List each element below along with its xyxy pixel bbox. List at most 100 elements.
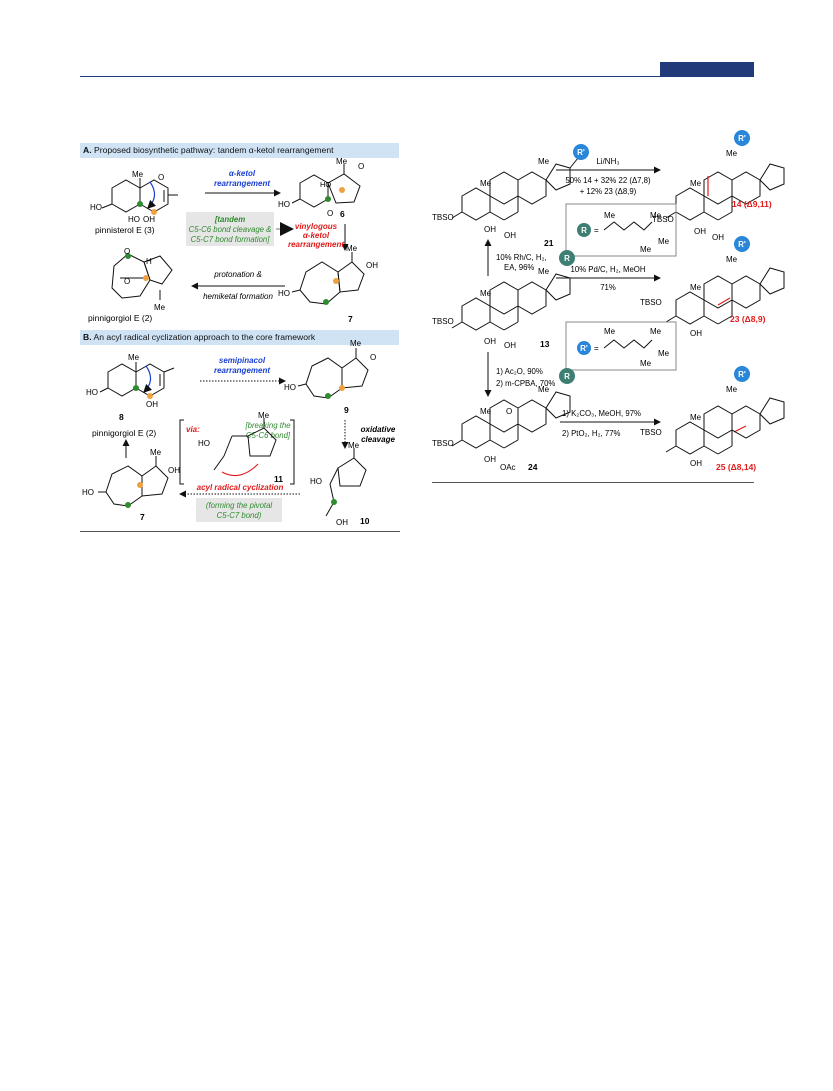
me-label-rbox-b: Me bbox=[650, 211, 662, 220]
rprime-label-14: R' bbox=[738, 134, 746, 143]
eq-label-r: = bbox=[594, 226, 599, 235]
label-ac2o-l2: 2) m-CPBA, 70% bbox=[496, 379, 555, 388]
structure-23 bbox=[665, 267, 785, 325]
label-via: via: bbox=[186, 425, 200, 434]
oac-label-24: OAc bbox=[500, 463, 516, 472]
oh2-label-13: OH bbox=[504, 341, 516, 350]
structure-10 bbox=[325, 448, 367, 517]
rprime-definition-box bbox=[565, 321, 677, 371]
label-compound-23: 23 (Δ8,9) bbox=[730, 314, 766, 324]
label-ac2o-l1: 1) Ac₂O, 90% bbox=[496, 367, 543, 376]
rprime-label-25: R' bbox=[738, 370, 746, 379]
label-protonation-l2: hemiketal formation bbox=[203, 292, 273, 301]
r-badge-13 bbox=[559, 250, 575, 266]
structure-21 bbox=[451, 157, 579, 221]
tbso-label-21: TBSO bbox=[432, 213, 454, 222]
label-semipinacol-l2: rearrangement bbox=[214, 366, 270, 375]
label-compound-8: 8 bbox=[119, 412, 124, 422]
me-label-rpbox-b: Me bbox=[650, 327, 662, 336]
me-label-rpbox-a: Me bbox=[604, 327, 616, 336]
rprime-badge-21 bbox=[573, 144, 589, 160]
o2-label-6: O bbox=[327, 209, 333, 218]
structure-14 bbox=[665, 163, 785, 221]
me-label-rbox-d: Me bbox=[640, 245, 652, 254]
label-compound-14: 14 (Δ9,11) bbox=[732, 199, 772, 209]
label-semipinacol-l1: semipinacol bbox=[219, 356, 266, 365]
label-compound-7-a: 7 bbox=[348, 314, 353, 324]
structure-24 bbox=[451, 391, 571, 449]
tandem-box bbox=[186, 212, 274, 246]
me-label-rbox-c: Me bbox=[658, 237, 670, 246]
ho-label-10: HO bbox=[310, 477, 322, 486]
label-alpha-ketol-l2: rearrangement bbox=[214, 179, 270, 188]
me-label-8: Me bbox=[128, 353, 140, 362]
o-label-6: O bbox=[358, 162, 364, 171]
oh-label-23: OH bbox=[690, 329, 702, 338]
structure-9 bbox=[297, 348, 369, 399]
panel-a-letter: A. bbox=[83, 145, 92, 155]
label-pinnigorgiol-e-b: pinnigorgiol E (2) bbox=[92, 428, 156, 438]
me-label-13b: Me bbox=[538, 267, 550, 276]
label-compound-7-b: 7 bbox=[140, 512, 145, 522]
label-pinnigorgiol-e-a: pinnigorgiol E (2) bbox=[88, 313, 152, 323]
panel-b-title: An acyl radical cyclization approach to … bbox=[93, 332, 316, 342]
label-breaking-l2: C5-C6 bond] bbox=[246, 431, 291, 440]
me-label-21a: Me bbox=[480, 179, 492, 188]
o-label-2a: O bbox=[124, 247, 130, 256]
ho-label-7a: HO bbox=[278, 289, 290, 298]
label-compound-21: 21 bbox=[544, 238, 554, 248]
o-label-a3: O bbox=[158, 173, 164, 182]
me-label-2a: Me bbox=[154, 303, 166, 312]
me-label-rbox-a: Me bbox=[604, 211, 616, 220]
rprime-label-box: R' bbox=[580, 344, 588, 353]
label-pd-c-yield: 71% bbox=[600, 283, 616, 292]
label-k2co3-l1: 1) K₂CO₃, MeOH, 97% bbox=[562, 409, 641, 418]
label-rh-c-l2: EA, 96% bbox=[504, 263, 534, 272]
me-label-25b: Me bbox=[726, 385, 738, 394]
panel-a-header: A. Proposed biosynthetic pathway: tandem… bbox=[80, 143, 399, 158]
ho-label-7b: HO bbox=[82, 488, 94, 497]
panel-b-letter: B. bbox=[83, 332, 92, 342]
forming-box bbox=[196, 498, 282, 522]
ho-label-9: HO bbox=[284, 383, 296, 392]
tbso-label-24: TBSO bbox=[432, 439, 454, 448]
label-vinylogous-l3: rearrangement bbox=[288, 240, 344, 249]
me-label-23a: Me bbox=[690, 283, 702, 292]
oh-label-10: OH bbox=[336, 518, 348, 527]
label-compound-9: 9 bbox=[344, 405, 349, 415]
oh-label-24: OH bbox=[484, 455, 496, 464]
label-compound-11: 11 bbox=[274, 474, 283, 484]
tbso-label-23: TBSO bbox=[640, 298, 662, 307]
label-protonation-l1: protonation & bbox=[213, 270, 262, 279]
me-label-14b: Me bbox=[726, 149, 738, 158]
label-compound-10: 10 bbox=[360, 516, 370, 526]
oh-label-7b: OH bbox=[168, 466, 180, 475]
label-top-yield-l2: + 12% 23 (Δ8,9) bbox=[580, 187, 637, 196]
label-compound-13: 13 bbox=[540, 339, 550, 349]
me-label-a3: Me bbox=[132, 170, 144, 179]
structure-25 bbox=[665, 397, 785, 455]
label-breaking-l1: [breaking the bbox=[244, 421, 291, 430]
r-badge-box bbox=[577, 223, 591, 237]
me-label-7b: Me bbox=[150, 448, 162, 457]
oh2-label-21: OH bbox=[504, 231, 516, 240]
label-compound-24: 24 bbox=[528, 462, 538, 472]
structure-7-b bbox=[98, 456, 169, 508]
oh-label-7a: OH bbox=[366, 261, 378, 270]
me-label-rpbox-c: Me bbox=[658, 349, 670, 358]
me-label-23b: Me bbox=[726, 255, 738, 264]
ho2-label-6: HO bbox=[320, 180, 331, 189]
r-label-24: R bbox=[564, 372, 570, 381]
label-oxidative-l2: cleavage bbox=[361, 435, 395, 444]
r-label-box: R bbox=[581, 226, 587, 235]
oh-label-a3: HO bbox=[128, 215, 140, 224]
r-sidechain bbox=[603, 221, 653, 231]
o2-label-2a: O bbox=[124, 277, 130, 286]
structure-8 bbox=[99, 362, 175, 399]
label-pd-c: 10% Pd/C, H₂, MeOH bbox=[571, 265, 646, 274]
rprime-badge-25 bbox=[734, 366, 750, 382]
tandem-box-l2: C5-C6 bond cleavage & bbox=[189, 225, 272, 234]
label-acyl-radical: acyl radical cyclization bbox=[197, 483, 284, 492]
rprime-badge-14 bbox=[734, 130, 750, 146]
